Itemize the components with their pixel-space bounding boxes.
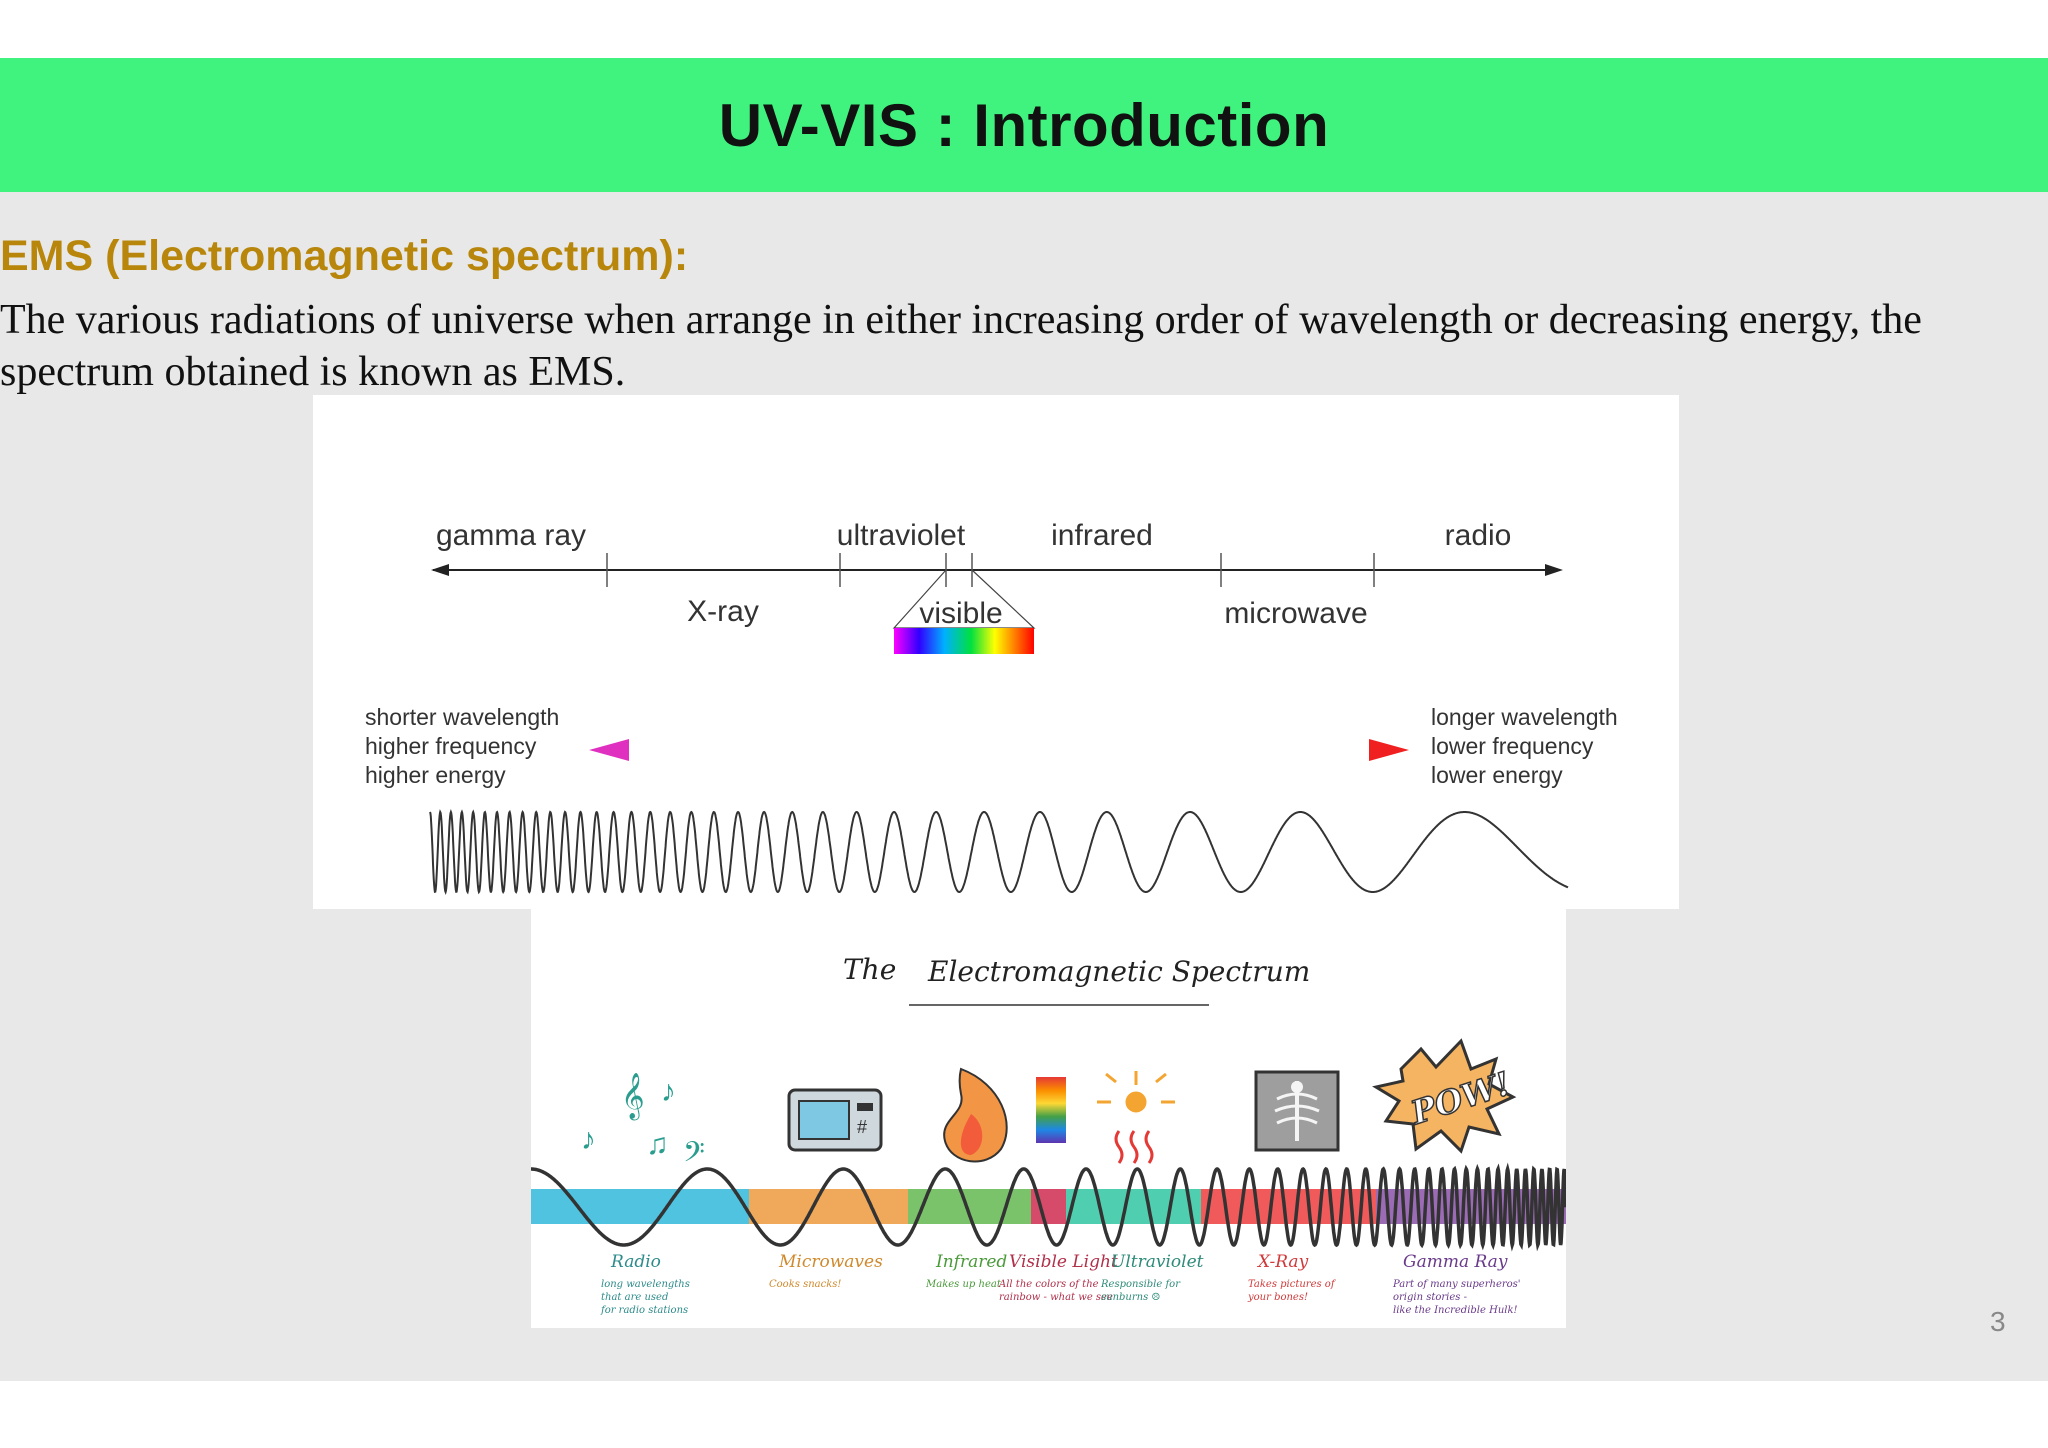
right-caption-line-1: longer wavelength xyxy=(1431,704,1618,730)
frequency-wave xyxy=(429,809,1569,896)
flame-icon xyxy=(943,1067,1008,1163)
left-caption-line-3: higher energy xyxy=(365,762,506,788)
label-ultraviolet: ultraviolet xyxy=(837,519,966,552)
band-microwaves xyxy=(749,1189,908,1224)
band-label-x-ray: X-Ray xyxy=(1256,1252,1309,1272)
band-note: Cooks snacks! xyxy=(769,1279,841,1290)
band-note: Part of many superheros' xyxy=(1392,1279,1521,1290)
band-label-ultraviolet: Ultraviolet xyxy=(1111,1252,1204,1272)
band-note: All the colors of the xyxy=(998,1279,1099,1290)
illustrated-spectrum: The Electromagnetic Spectrum 𝄞 ♪ ♫ 𝄢 ♪ # xyxy=(531,909,1568,1328)
svg-text:#: # xyxy=(857,1117,867,1137)
right-caption-line-3: lower energy xyxy=(1431,762,1563,788)
band-label-microwaves: Microwaves xyxy=(778,1252,883,1272)
band-x-ray xyxy=(1201,1189,1376,1224)
left-caption-line-1: shorter wavelength xyxy=(365,704,559,730)
right-caption-line-2: lower frequency xyxy=(1431,733,1594,759)
spectrum-diagram: gamma ray ultraviolet infrared radio X-r… xyxy=(313,395,1679,909)
label-visible: visible xyxy=(919,597,1002,630)
band-label-radio: Radio xyxy=(610,1252,661,1272)
label-x-ray: X-ray xyxy=(687,595,759,628)
spectrum-wave xyxy=(531,1162,1568,1252)
band-note: origin stories - xyxy=(1393,1292,1468,1303)
band-label-gamma-ray: Gamma Ray xyxy=(1403,1252,1508,1272)
title-bar: UV-VIS : Introduction xyxy=(0,58,2048,192)
xray-image-icon xyxy=(1254,1070,1340,1152)
music-notes-icon: 𝄞 ♪ ♫ 𝄢 ♪ xyxy=(581,1073,705,1175)
rainbow-bar-icon xyxy=(1036,1077,1066,1143)
band-note: for radio stations xyxy=(600,1305,688,1316)
label-infrared: infrared xyxy=(1051,519,1153,552)
band-note: like the Incredible Hulk! xyxy=(1393,1305,1518,1316)
band-note: sunburns ☹ xyxy=(1101,1292,1160,1303)
band-label-visible-light: Visible Light xyxy=(1009,1252,1118,1272)
illustration-title: Electromagnetic Spectrum xyxy=(927,955,1310,988)
svg-text:𝄞: 𝄞 xyxy=(621,1073,645,1121)
band-note: long wavelengths xyxy=(601,1279,690,1290)
svg-text:♪: ♪ xyxy=(661,1075,676,1108)
sun-icon xyxy=(1097,1071,1175,1164)
band-note: your bones! xyxy=(1247,1292,1308,1303)
band-note: that are used xyxy=(601,1292,668,1303)
svg-text:𝄢: 𝄢 xyxy=(683,1137,705,1175)
body-paragraph: The various radiations of universe when … xyxy=(0,297,1922,395)
svg-text:♫: ♫ xyxy=(646,1128,669,1161)
microwave-icon: # xyxy=(787,1088,883,1152)
band-note: Responsible for xyxy=(1100,1279,1181,1290)
band-note: Takes pictures of xyxy=(1248,1279,1337,1290)
pow-burst-icon: POW! xyxy=(1372,1038,1517,1154)
slide-title: UV-VIS : Introduction xyxy=(718,91,1330,159)
page-number: 3 xyxy=(1990,1306,2006,1337)
band-label-infrared: Infrared xyxy=(935,1252,1007,1272)
band-ultraviolet xyxy=(1066,1189,1201,1224)
svg-text:♪: ♪ xyxy=(581,1123,596,1156)
visible-color-band xyxy=(894,628,1034,654)
illustration-title-the: The xyxy=(843,953,896,986)
label-radio: radio xyxy=(1445,519,1512,552)
subheading: EMS (Electromagnetic spectrum): xyxy=(0,232,689,280)
band-note: rainbow - what we see xyxy=(999,1292,1113,1303)
band-note: Makes up heat xyxy=(925,1279,1002,1290)
label-microwave: microwave xyxy=(1224,597,1367,630)
left-caption-line-2: higher frequency xyxy=(365,733,537,759)
band-radio xyxy=(531,1189,749,1224)
label-gamma-ray: gamma ray xyxy=(436,519,586,552)
